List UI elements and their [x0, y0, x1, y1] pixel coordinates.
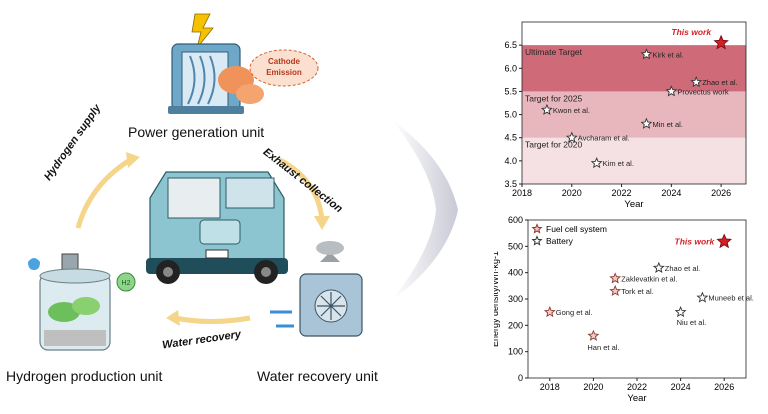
y-tick-label: 5.0	[504, 110, 517, 120]
x-tick-label: 2020	[583, 382, 603, 392]
data-point-star	[587, 329, 600, 341]
data-point-label: Kirk et al.	[652, 50, 683, 59]
cathode-emission-label: Cathode	[268, 57, 301, 66]
data-point-star	[609, 272, 622, 284]
legend-label: Battery	[546, 236, 574, 246]
data-point-star	[590, 157, 603, 169]
data-point-star	[565, 131, 578, 143]
data-point-star	[640, 48, 653, 60]
this-work-star	[713, 34, 729, 50]
data-point-star	[640, 117, 653, 129]
target-band	[522, 137, 746, 184]
band-label: Target for 2025	[525, 93, 582, 103]
exhaust-arrow	[278, 157, 325, 221]
x-tick-label: 2018	[540, 382, 560, 392]
svg-text:Emission: Emission	[266, 68, 302, 77]
water-recovery-icon	[270, 241, 363, 337]
legend-star-fuel-cell	[531, 223, 543, 234]
cathode-emission-icon	[218, 49, 319, 104]
data-point-star	[696, 291, 709, 303]
data-point-label: Zaklevatkin et al.	[621, 274, 677, 283]
data-point-label: Min et al.	[652, 120, 682, 129]
transition-arrow-icon	[392, 120, 458, 300]
y-tick-label: 300	[508, 294, 523, 304]
hydrogen-reactor-icon	[28, 253, 136, 351]
energy-density-chart: 2018 2020 2022 2024 2026 0 100 200 300 400 500 600Y…	[494, 215, 754, 404]
h2-label: H2	[122, 280, 131, 287]
band-label: Target for 2020	[525, 140, 582, 150]
data-point-star	[540, 103, 553, 115]
water-unit-label: Water recovery unit	[257, 368, 378, 384]
system-diagram: Cathode Emission H2	[28, 13, 363, 351]
x-tick-label: 2026	[711, 188, 731, 198]
band-label: Ultimate Target	[525, 47, 583, 57]
data-point-label: Kwon et al.	[553, 106, 590, 115]
data-point-star	[609, 284, 622, 297]
recovery-arrow	[174, 315, 251, 324]
x-axis-label: Year	[624, 199, 643, 208]
y-tick-label: 100	[508, 347, 523, 357]
x-tick-label: 2022	[612, 188, 632, 198]
data-point-label: Han et al.	[587, 343, 619, 352]
x-tick-label: 2024	[661, 188, 681, 198]
data-point-label: Avcharam et al.	[578, 134, 630, 143]
data-point-star	[652, 261, 665, 273]
supply-arrow	[75, 157, 132, 229]
vehicle-icon	[146, 171, 288, 284]
x-tick-label: 2018	[512, 188, 532, 198]
fuel-cell-stack-icon	[168, 13, 244, 114]
y-tick-label: 400	[508, 268, 523, 278]
y-tick-label: 5.5	[504, 86, 517, 96]
data-point-label: Tork et al.	[621, 287, 654, 296]
data-point-label: Zhao et al.	[665, 264, 700, 273]
plot-frame	[521, 21, 747, 185]
data-point-label: Gong et al.	[556, 308, 593, 317]
data-point-star	[674, 306, 687, 318]
x-tick-label: 2024	[671, 382, 691, 392]
y-tick-label: 0	[518, 373, 523, 383]
y-tick-label: 500	[508, 241, 523, 251]
x-tick-label: 2020	[562, 188, 582, 198]
y-tick-label: 200	[508, 320, 523, 330]
data-point-label: Provectus work	[677, 87, 729, 96]
this-work-star	[716, 233, 733, 249]
y-axis-label: Energy density/Wh·kg-1	[494, 251, 500, 347]
power-unit-label: Power generation unit	[128, 124, 265, 140]
y-tick-label: 4.5	[504, 133, 517, 143]
hydrogen-capacity-chart: Target for 2020 Target for 2025 Ultimate T…	[504, 21, 747, 208]
hydrogen-unit-label: Hydrogen production unit	[6, 368, 163, 384]
data-point-label: Muneeb et al.	[708, 294, 753, 303]
y-tick-label: 600	[508, 215, 523, 225]
data-point-star	[665, 85, 678, 97]
data-point-star	[543, 306, 556, 318]
data-point-label: Kim et al.	[603, 159, 634, 168]
y-tick-label: 6.0	[504, 63, 517, 73]
legend-star-battery	[531, 235, 543, 246]
y-tick-label: 3.5	[504, 179, 517, 189]
data-point-label: Zhao et al.	[702, 78, 737, 87]
target-band	[522, 45, 746, 92]
y-tick-label: 4.0	[504, 156, 517, 166]
data-point-star	[690, 76, 703, 88]
this-work-label: This work	[675, 237, 716, 247]
x-axis-label: Year	[627, 393, 646, 404]
x-tick-label: 2026	[714, 382, 734, 392]
legend-label: Fuel cell system	[546, 224, 607, 234]
target-band	[522, 91, 746, 138]
y-tick-label: 6.5	[504, 40, 517, 50]
this-work-label: This work	[671, 27, 712, 37]
x-tick-label: 2022	[627, 382, 647, 392]
data-point-label: Niu et al.	[677, 318, 707, 327]
